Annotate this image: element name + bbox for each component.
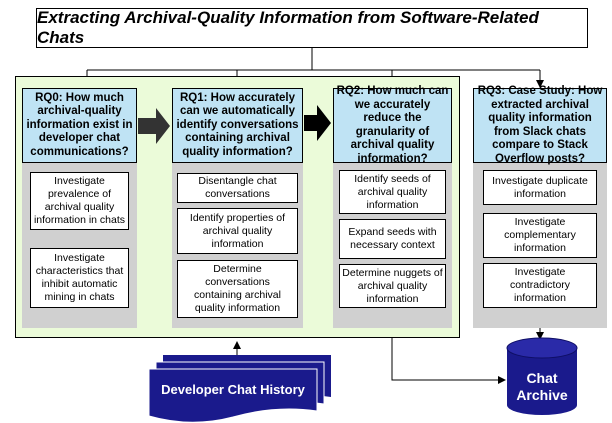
developer-chat-history-label: Developer Chat History	[161, 381, 305, 397]
rq2-task-3: Determine nuggets of archival quality in…	[339, 264, 446, 308]
rq1-question: RQ1: How accurately can we automatically…	[172, 88, 303, 163]
rq1-task-1: Disentangle chat conversations	[177, 173, 298, 203]
block-arrow-rq1-rq2	[304, 105, 331, 141]
rq1-task-2: Identify properties of archival quality …	[177, 208, 298, 254]
rq3-task-3: Investigate contradictory information	[483, 263, 597, 308]
rq0-question: RQ0: How much archival-quality informati…	[22, 88, 137, 163]
rq3-question: RQ3: Case Study: How extracted archival …	[473, 85, 607, 165]
document-stack-icon	[148, 355, 331, 423]
diagram-title: Extracting Archival-Quality Information …	[36, 8, 588, 48]
rq3-task-1: Investigate duplicate information	[483, 170, 597, 205]
database-icon	[506, 337, 578, 415]
block-arrow-rq0-rq1	[138, 108, 170, 144]
rq2-task-2: Expand seeds with necessary context	[339, 219, 446, 259]
rq0-task-1: Investigate prevalence of archival quali…	[30, 172, 129, 230]
rq2-task-1: Identify seeds of archival quality infor…	[339, 170, 446, 214]
rq3-task-2: Investigate complementary information	[483, 213, 597, 258]
rq1-task-3: Determine conversations containing archi…	[177, 260, 298, 318]
rq2-question: RQ2: How much can we accurately reduce t…	[333, 85, 452, 165]
rq0-task-2: Investigate characteristics that inhibit…	[30, 248, 129, 308]
arrow-panel-to-archive	[391, 338, 506, 384]
